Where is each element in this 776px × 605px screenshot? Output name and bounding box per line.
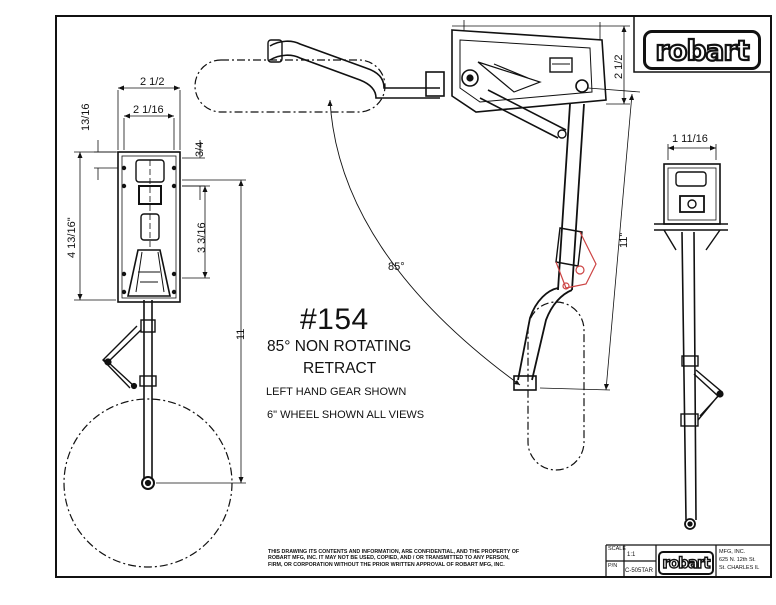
dim-1-11-16: 1 11/16 <box>672 133 708 145</box>
right-strut <box>681 231 697 521</box>
title-line-1: 85° NON ROTATING <box>267 338 412 355</box>
robart-logo: robart <box>643 30 761 70</box>
scale-label: SCALE <box>608 546 627 552</box>
front-strut <box>143 300 153 478</box>
dim-4-13-16: 4 13/16" <box>66 217 78 258</box>
sheet-border <box>55 15 772 578</box>
extended-wheel <box>527 301 585 471</box>
dim-11-front: 11 <box>235 328 247 340</box>
angle-arc <box>329 99 521 386</box>
front-scissor-link <box>102 325 142 389</box>
dim-13-16: 13/16 <box>80 103 92 131</box>
note-wheel-size: 6" WHEEL SHOWN ALL VIEWS <box>267 409 425 421</box>
part-label: P/N <box>608 563 618 569</box>
dim-2-1-2: 2 1/2 <box>140 76 165 88</box>
logo-frame <box>633 16 771 73</box>
robart-logo-small: robart <box>658 551 714 575</box>
note-left-hand-gear: LEFT HAND GEAR SHOWN <box>266 386 407 398</box>
company-line-3: St. CHARLES IL <box>719 565 760 571</box>
front-view <box>63 85 246 568</box>
part-value: C-505TAR <box>625 568 653 574</box>
front-axle <box>141 476 155 490</box>
scale-value: 1:1 <box>627 552 636 558</box>
right-mount-body <box>663 163 721 225</box>
dim-3-3-16: 3 3/16 <box>196 222 208 253</box>
part-number: #154 <box>300 303 369 336</box>
front-mount-plate <box>117 151 181 303</box>
dim-2-1-16: 2 1/16 <box>133 104 164 116</box>
dim-11-side: 11" <box>618 232 630 248</box>
side-strut <box>557 103 585 291</box>
dim-85-degrees: 85° <box>388 261 405 273</box>
company-line-1: MFG, INC. <box>719 549 746 555</box>
side-view <box>194 20 641 471</box>
right-view <box>654 144 728 530</box>
side-red-linkage <box>555 231 597 289</box>
dim-3-4: 3/4 <box>194 141 206 157</box>
company-line-2: 625 N. 12th St. <box>719 557 756 563</box>
retracted-wheel <box>194 59 386 113</box>
confidentiality-notice: THIS DRAWING ITS CONTENTS AND INFORMATIO… <box>268 549 520 568</box>
title-line-2: RETRACT <box>303 360 377 377</box>
title-block <box>605 544 771 577</box>
dim-2-1-2-side: 2 1/2 <box>613 54 625 79</box>
